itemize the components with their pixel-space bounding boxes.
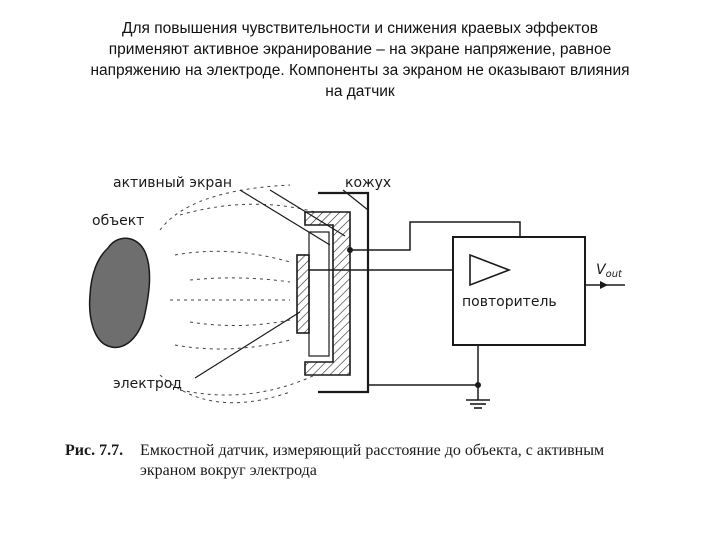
- amplifier-triangle-icon: [469, 253, 512, 287]
- junction-dot: [475, 382, 481, 388]
- follower-block: [452, 236, 586, 346]
- heading-line-2: применяют активное экранирование – на эк…: [108, 41, 612, 58]
- slide-heading: Для повышения чувствительности и снижени…: [20, 18, 700, 102]
- label-follower: повторитель: [462, 294, 557, 310]
- heading-line-1: Для повышения чувствительности и снижени…: [121, 20, 599, 37]
- caption-line-2: экраном вокруг электрода: [140, 462, 317, 479]
- heading-line-4: на датчик: [325, 83, 395, 100]
- label-object: объект: [92, 213, 144, 229]
- junction-dot: [347, 247, 353, 253]
- label-vout: Vout: [596, 262, 623, 280]
- active-shield: [304, 211, 351, 376]
- housing: [318, 191, 370, 394]
- label-electrode: электрод: [113, 376, 182, 392]
- caption-line-1: Емкостной датчик, измеряющий расстояние …: [140, 442, 604, 459]
- field-lines: [159, 184, 316, 404]
- leader-lines: [194, 189, 369, 379]
- ground-icon: [466, 399, 490, 409]
- electrode: [296, 254, 310, 334]
- object-shape: [88, 237, 151, 349]
- output-arrow-icon: [600, 281, 608, 289]
- label-active-shield: активный экран: [113, 175, 232, 191]
- shield-inner-gap: [308, 231, 330, 357]
- heading-line-3: напряжению на электроде. Компоненты за э…: [90, 62, 630, 79]
- label-housing: кожух: [345, 175, 391, 191]
- figure-label: Рис. 7.7.: [65, 442, 123, 459]
